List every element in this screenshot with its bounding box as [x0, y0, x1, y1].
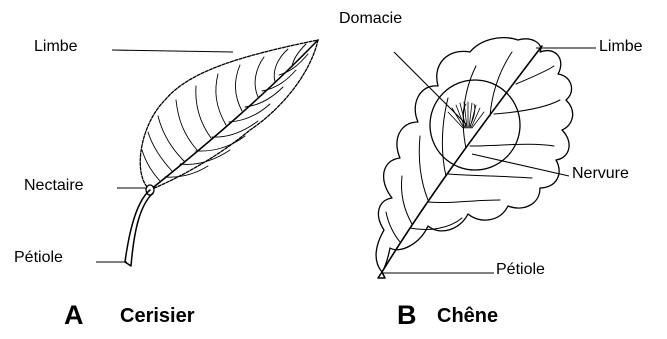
label-limbe-a: Limbe: [34, 38, 78, 56]
panel-a-leader-lines: [96, 50, 233, 262]
cherry-leaf: [125, 40, 318, 266]
caption-name-b: Chêne: [437, 305, 498, 328]
oak-leaf: [376, 38, 573, 278]
label-domacie: Domacie: [339, 10, 402, 28]
cherry-leaf-blade: [140, 40, 318, 190]
label-nectaire: Nectaire: [24, 177, 84, 195]
label-petiole-b: Pétiole: [496, 261, 545, 279]
limbe-a-leader: [112, 50, 233, 52]
label-petiole-a: Pétiole: [14, 249, 63, 267]
caption-letter-a: A: [64, 300, 84, 331]
caption-letter-b: B: [397, 300, 417, 331]
cherry-leaf-veins: [142, 44, 308, 181]
label-limbe-b: Limbe: [599, 38, 643, 56]
label-nervure: Nervure: [572, 165, 629, 183]
oak-leaf-midrib: [382, 46, 542, 272]
oak-domatia-tuft: [448, 102, 484, 128]
cherry-petiole: [125, 190, 153, 266]
caption-name-a: Cerisier: [120, 305, 195, 328]
nervure-leader: [472, 154, 569, 176]
domacie-leader: [394, 52, 466, 124]
